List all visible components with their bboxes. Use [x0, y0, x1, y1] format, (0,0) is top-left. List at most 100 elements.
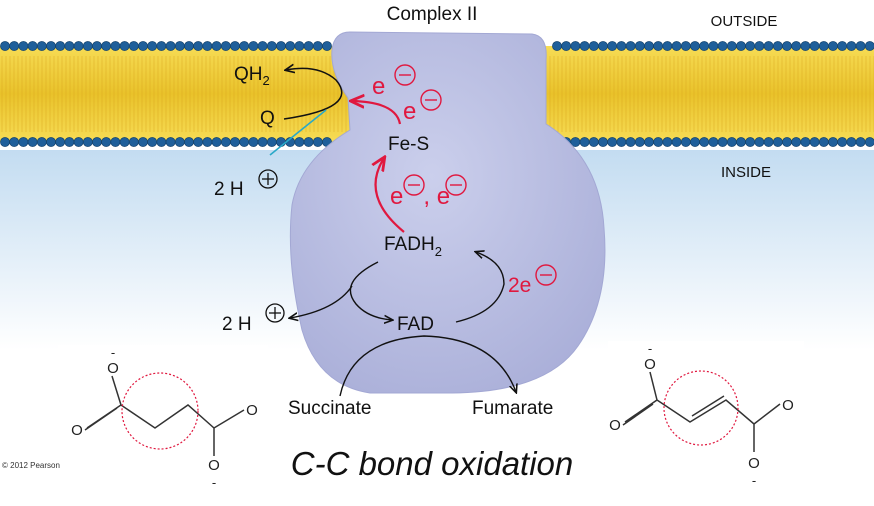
bond-highlight-circle — [121, 372, 199, 450]
two-electron-label: 2e — [508, 274, 531, 297]
lipid-head — [27, 137, 38, 147]
lipid-head — [708, 41, 719, 51]
lipid-head — [745, 41, 756, 51]
lipid-head — [818, 137, 829, 147]
lipid-head — [248, 41, 259, 51]
lipid-head — [579, 137, 590, 147]
lipid-head — [846, 137, 857, 147]
lipid-head — [625, 137, 636, 147]
lipid-head — [579, 41, 590, 51]
lipid-head — [588, 137, 599, 147]
lipid-head — [119, 41, 130, 51]
lipid-head — [864, 41, 874, 51]
lipid-head — [184, 137, 194, 147]
fumarate-structure: - O O O O - — [608, 341, 804, 489]
lipid-head — [644, 41, 654, 51]
minus-circle-icon — [394, 64, 416, 86]
lipid-head — [598, 137, 608, 147]
lipid-head — [165, 137, 176, 147]
atom-o: O — [208, 457, 220, 474]
lipid-head — [828, 41, 838, 51]
fadh2-to-fad-arrow — [349, 261, 392, 320]
atom-o: O — [71, 422, 83, 439]
lipid-head — [699, 137, 710, 147]
lipid-head — [680, 41, 691, 51]
lipid-head — [156, 41, 167, 51]
lipid-head — [128, 137, 139, 147]
lipid-head — [193, 41, 204, 51]
lipid-head — [754, 137, 765, 147]
lipid-head — [726, 41, 737, 51]
lipid-head — [110, 137, 121, 147]
lipid-head — [736, 137, 746, 147]
lipid-head — [561, 41, 572, 51]
lipid-head — [101, 41, 112, 51]
lipid-head — [55, 41, 66, 51]
proton-uptake-line-top — [269, 109, 327, 156]
lipid-head — [294, 41, 305, 51]
lipid-head — [653, 137, 664, 147]
lipid-head — [616, 41, 627, 51]
lipid-head — [809, 137, 820, 147]
lipid-head — [800, 137, 811, 147]
lipid-head — [607, 137, 618, 147]
lipid-head — [36, 137, 47, 147]
lipid-head — [248, 137, 259, 147]
lipid-head — [220, 41, 231, 51]
lipid-head — [588, 41, 599, 51]
electron-pair-label: e, e — [390, 183, 450, 210]
lipid-head — [809, 41, 820, 51]
lipid-head — [294, 137, 305, 147]
succinate-structure: - O O O O - — [58, 345, 268, 490]
electron-arrow-to-q — [352, 101, 402, 125]
lipid-head — [717, 137, 728, 147]
lipid-head — [303, 137, 314, 147]
lipid-head — [634, 137, 645, 147]
lipid-head — [220, 137, 231, 147]
lipid-head — [671, 41, 682, 51]
lipid-head — [27, 41, 38, 51]
lipid-head — [708, 137, 719, 147]
complex-title: Complex II — [387, 4, 478, 25]
lipid-head — [64, 41, 75, 51]
lipid-head — [211, 41, 222, 51]
electron-label-top-2: e — [403, 98, 416, 125]
lipid-head — [266, 41, 277, 51]
lipid-head — [138, 137, 148, 147]
minus-circle-icon — [445, 174, 467, 196]
q-to-qh2-arrow — [284, 68, 343, 120]
lipid-head — [147, 41, 158, 51]
lipid-head — [671, 137, 682, 147]
lipid-head — [625, 41, 636, 51]
lipid-head — [46, 137, 56, 147]
lipid-head — [0, 137, 10, 147]
lipid-head — [772, 41, 783, 51]
fadh2-label: FADH2 — [384, 234, 442, 259]
membrane-heads-bottom — [0, 137, 874, 147]
qh2-label: QH2 — [234, 64, 270, 88]
lipid-head — [717, 41, 728, 51]
lipid-head — [184, 41, 194, 51]
two-h-bottom-label: 2 H — [222, 314, 252, 335]
lipid-head — [285, 41, 296, 51]
inside-label: INSIDE — [721, 164, 771, 181]
lipid-head — [64, 137, 75, 147]
succinate-label: Succinate — [288, 398, 371, 419]
fe-s-label: Fe-S — [388, 134, 429, 155]
lipid-head — [9, 137, 20, 147]
complex-ii-protein — [289, 31, 606, 394]
lipid-head — [855, 137, 866, 147]
lipid-head — [662, 41, 673, 51]
atom-o: O — [107, 360, 119, 377]
minus-circle-icon — [420, 89, 442, 111]
lipid-head — [800, 41, 811, 51]
lipid-head — [18, 137, 29, 147]
lipid-head — [791, 137, 802, 147]
caption: C-C bond oxidation — [291, 445, 574, 482]
lipid-head — [828, 137, 838, 147]
lipid-head — [202, 41, 213, 51]
lipid-head — [239, 137, 250, 147]
lipid-head — [570, 41, 581, 51]
lipid-head — [303, 41, 314, 51]
